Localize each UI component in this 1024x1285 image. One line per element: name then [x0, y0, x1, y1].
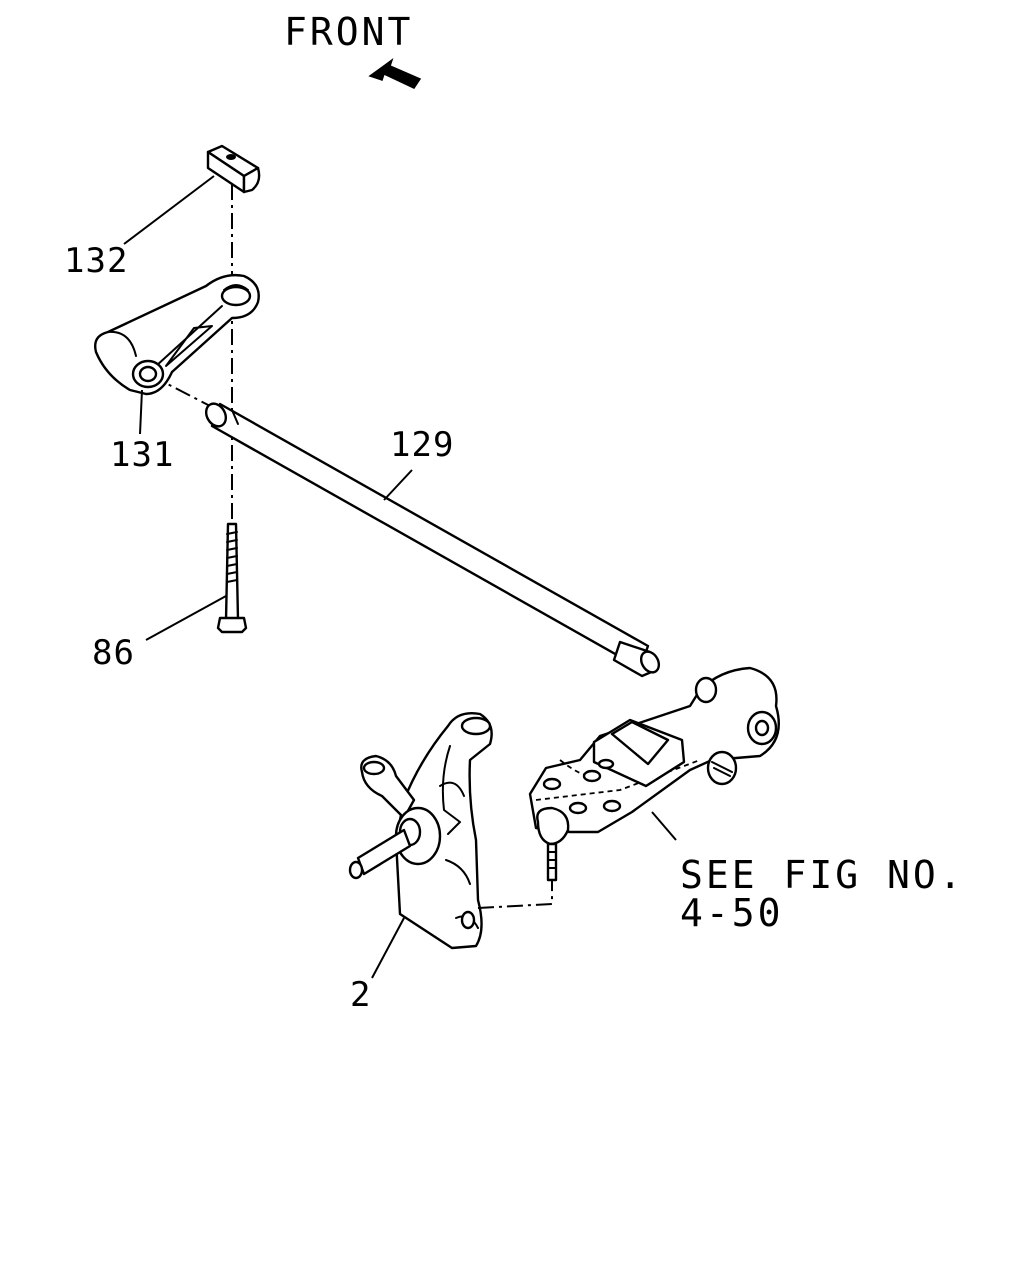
leader-129: [383, 469, 413, 501]
leader-86: [145, 595, 227, 641]
ball-joint-centerline: [477, 880, 553, 909]
callout-86: 86: [92, 633, 135, 673]
leader-132: [123, 175, 215, 245]
callout-2: 2: [350, 975, 371, 1015]
callout-131: 131: [110, 435, 174, 475]
torsion-bar-icon: [204, 402, 661, 678]
bushing-block-icon: [206, 144, 261, 194]
bolt-icon: [216, 522, 248, 634]
front-label: FRONT: [284, 10, 413, 54]
idler-arm-icon: [94, 273, 260, 396]
control-arm-icon: [528, 666, 780, 882]
leader-ref: [651, 811, 677, 841]
leader-2: [371, 917, 405, 979]
reference-line-1: SEE FIG NO.: [680, 853, 965, 897]
reference-line-2: 4-50: [680, 891, 784, 935]
callout-132: 132: [64, 241, 128, 281]
arrow-upper-left-icon: [368, 58, 422, 89]
steering-knuckle-icon: [348, 712, 493, 950]
callout-129: 129: [390, 425, 454, 465]
leader-131: [139, 389, 143, 435]
